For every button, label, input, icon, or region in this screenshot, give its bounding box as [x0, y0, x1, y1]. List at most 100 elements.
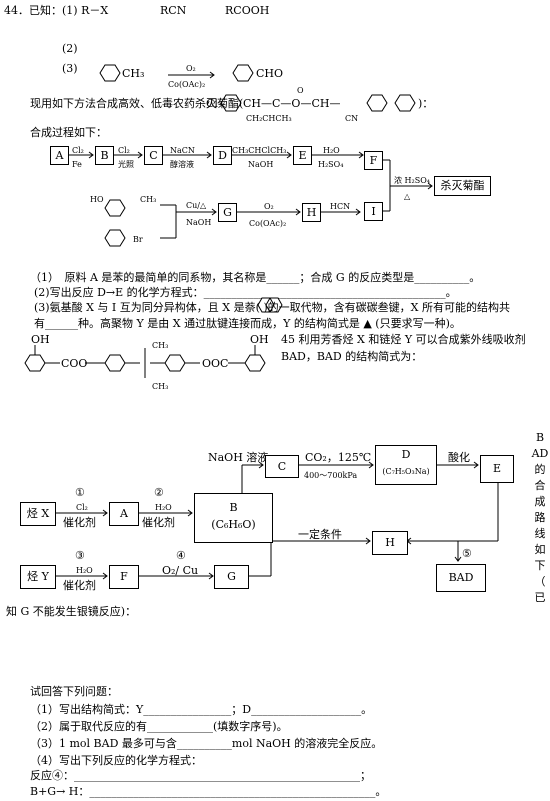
- oh-left: OH: [31, 333, 50, 346]
- side-char: AD: [531, 447, 549, 460]
- pressure-condition: 400～700kPa: [304, 471, 358, 480]
- b-formula: (C₆H₆O): [211, 518, 256, 531]
- item-3-label: (3): [62, 62, 78, 75]
- b-label: B: [229, 501, 238, 514]
- answer-1: （1）写出结构简式：Y________________；D___________…: [30, 703, 373, 716]
- side-char: 如: [534, 543, 546, 556]
- answer-3: （3）1 mol BAD 最多可与含__________mol NaOH 的溶液…: [30, 737, 383, 750]
- step-4: ④: [176, 549, 186, 562]
- ch3-bottom: CH₃: [152, 382, 169, 391]
- r5-bottom: H₂SO₄: [318, 160, 344, 169]
- side-char: 成: [534, 495, 546, 508]
- question-3b: 有______种。高聚物 Y 是由 X 通过肽键连接而成，Y 的结构简式是 ▲ …: [34, 317, 461, 330]
- answer-2: （2）属于取代反应的有____________(填数字序号)。: [30, 720, 288, 733]
- step-2: ②: [154, 486, 164, 499]
- side-char: 路: [534, 511, 546, 524]
- br-label: Br: [133, 235, 143, 244]
- acidify-label: 酸化: [448, 451, 470, 464]
- reaction-4-blank: 反应④：____________________________________…: [30, 769, 371, 782]
- step-5: ⑤: [462, 547, 472, 560]
- d-formula: (C₇H₅O₃Na): [382, 467, 430, 476]
- scheme-box-a: A: [109, 502, 139, 526]
- answer-4: （4）写出下列反应的化学方程式：: [30, 754, 202, 767]
- naoh-solution: NaOH 溶液: [208, 451, 269, 464]
- scheme-box-f: F: [109, 565, 139, 589]
- condition-label: 一定条件: [298, 528, 342, 541]
- side-char: 的: [534, 463, 546, 476]
- side-char: 合: [534, 479, 546, 492]
- hydrocarbon-y-box: 烃 Y: [20, 565, 56, 589]
- question-45a: 45 利用芳香烃 X 和链烃 Y 可以合成紫外线吸收剂: [281, 333, 526, 346]
- g-top: Cu/△: [186, 201, 207, 210]
- catalyst-1: 催化剂: [63, 516, 96, 529]
- box-d: D: [213, 146, 232, 165]
- ch3-label-2: CH₃: [140, 195, 157, 204]
- h-bottom: Co(OAc)₂: [249, 219, 287, 228]
- question-44-prefix: 44．已知：(1) R－X: [4, 4, 109, 17]
- r3-bottom: 醇溶液: [170, 160, 194, 169]
- scheme-box-e: E: [480, 455, 514, 483]
- r4-bottom: NaOH: [248, 160, 274, 169]
- box-h: H: [302, 203, 321, 222]
- side-char: 线: [534, 527, 546, 540]
- hydrocarbon-x-box: 烃 X: [20, 502, 56, 526]
- question-1: （1） 原料 A 是苯的最简单的同系物，其名称是______；合成 G 的反应类…: [30, 271, 481, 284]
- scheme-box-d: D (C₇H₅O₃Na): [375, 445, 437, 485]
- r6-bottom: △: [404, 192, 411, 201]
- r3-top: NaCN: [170, 146, 195, 155]
- cn-label: CN: [345, 114, 359, 123]
- side-char: B: [535, 431, 545, 444]
- side-char: 下: [534, 559, 546, 572]
- h2o-reagent-y: H₂O: [76, 566, 93, 575]
- side-char: （: [534, 575, 546, 588]
- oh-right: OH: [250, 333, 269, 346]
- box-a: A: [50, 146, 69, 165]
- cobalt-catalyst: Co(OAc)₂: [168, 80, 206, 89]
- side-text-column: B AD 的 合 成 路 线 如 下 （ 已: [530, 430, 550, 606]
- intro-text: 现用如下方法合成高效、低毒农药杀灭菊酯(: [30, 97, 244, 110]
- box-c: C: [144, 146, 163, 165]
- side-char: 已: [534, 591, 546, 604]
- scheme-box-b: B (C₆H₆O): [194, 493, 273, 543]
- ch3-top: CH₃: [152, 341, 169, 350]
- scheme-box-g: G: [214, 565, 249, 589]
- process-label: 合成过程如下：: [30, 126, 107, 139]
- r2-bottom: 光照: [118, 160, 134, 169]
- ch3-label: CH₃: [122, 67, 145, 80]
- g-bottom: NaOH: [186, 218, 212, 227]
- co2-condition: CO₂，125℃: [305, 451, 372, 464]
- ooc-group: OOC: [202, 357, 229, 370]
- isopropyl-label: CH₂CHCH₃: [246, 114, 292, 123]
- o2-reagent: O₂: [186, 64, 196, 73]
- rcn-label: RCN: [160, 4, 187, 17]
- answers-intro: 试回答下列问题：: [30, 685, 118, 698]
- r1-top: Cl₂: [72, 146, 84, 155]
- o2-cu-reagent: O₂/ Cu: [162, 564, 199, 577]
- scheme-box-c: C: [265, 455, 299, 478]
- note-text: 知 G 不能发生银镜反应)：: [6, 605, 137, 618]
- step-1: ①: [75, 486, 85, 499]
- r1-bottom: Fe: [72, 160, 82, 169]
- d-label: D: [401, 448, 411, 461]
- catalyst-3: 催化剂: [63, 579, 96, 592]
- box-e: E: [293, 146, 312, 165]
- bad-box: BAD: [436, 564, 486, 592]
- step-3: ③: [75, 549, 85, 562]
- cl-label: Cl: [206, 97, 218, 110]
- cho-label: CHO: [256, 67, 284, 80]
- catalyst-2: 催化剂: [142, 516, 175, 529]
- carbonyl-o: O: [297, 86, 304, 95]
- r5-top: H₂O: [323, 146, 340, 155]
- box-i: I: [364, 202, 383, 221]
- i-top: HCN: [330, 202, 351, 211]
- ester-structure: CH—C—O—CH—: [243, 97, 341, 110]
- coo-group: COO: [61, 357, 88, 370]
- b-g-h-blank: B+G→ H：_________________________________…: [30, 785, 387, 798]
- r4-top: CH₃CHClCH₃: [232, 146, 287, 155]
- question-2: (2)写出反应 D→E 的化学方程式：_____________________…: [34, 286, 457, 299]
- question-3a: (3)氨基酸 X 与 I 互为同分异构体，且 X 是萘( )的一取代物，含有碳碳…: [34, 301, 510, 314]
- box-f: F: [364, 151, 383, 170]
- question-45b: BAD，BAD 的结构简式为：: [281, 350, 423, 363]
- h-top: O₂: [264, 202, 274, 211]
